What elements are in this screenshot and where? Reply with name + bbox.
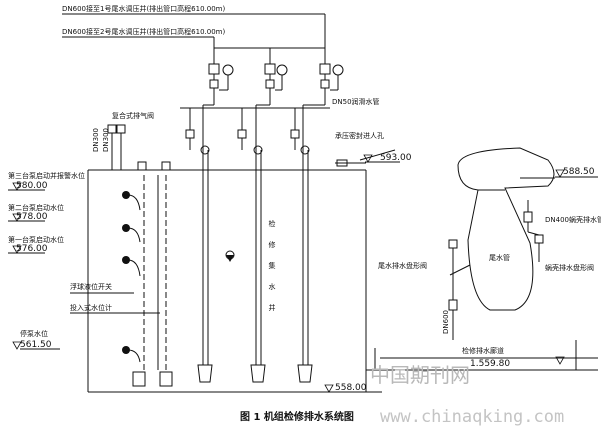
pump-line-3 — [302, 56, 344, 365]
label-level-gauge: 投入式水位计 — [70, 303, 112, 312]
label-manhole: 承压密封进人孔 — [335, 131, 384, 140]
label-gallery: 检修排水廊道 — [462, 346, 504, 355]
label-dn50: DN50润滑水管 — [332, 97, 380, 106]
elevation-578: 578.00 — [16, 212, 48, 222]
elevation-580: 580.00 — [16, 181, 48, 191]
elevation-561-50: 561.50 — [20, 340, 52, 350]
label-pump2: 第二台泵启动水位 — [8, 203, 64, 212]
label-air-valve: 复合式排气阀 — [112, 111, 154, 120]
label-tail-valve-2: 蜗壳排水盘形阀 — [545, 263, 594, 272]
label-tailrace-pipe: 尾水管 — [489, 253, 510, 262]
label-dn300-a: DN300 — [92, 128, 100, 152]
elevation-576: 576.00 — [16, 244, 48, 254]
pump-line-2 — [255, 56, 288, 365]
label-dn300-b: DN300 — [102, 128, 110, 152]
label-pipe-top-1: DN600接至1号尾水调压井(排出管口高程610.00m) — [62, 4, 225, 13]
label-float-switch: 浮球液位开关 — [70, 282, 112, 291]
pump-line-1 — [202, 56, 234, 365]
watermark-url: www.chinaqking.com — [380, 407, 564, 427]
label-pump1: 第一台泵启动水位 — [8, 235, 64, 244]
label-tail-valve-1: 尾水排水盘形阀 — [378, 261, 427, 270]
label-pipe-top-2: DN600接至2号尾水调压井(排出管口高程610.00m) — [62, 27, 225, 36]
label-sump: 检修集水井 — [268, 219, 276, 312]
label-dn400: DN400蜗壳排水管 — [545, 215, 601, 224]
label-pump3: 第三台泵启动并报警水位 — [8, 171, 85, 180]
elevation-593: 593.00 — [380, 153, 412, 163]
figure-caption: 图 1 机组检修排水系统图 — [240, 410, 354, 423]
elevation-588-50: 588.50 — [563, 167, 595, 177]
elevation-559-80: 1.559.80 — [470, 359, 510, 369]
elevation-558: 558.00 — [335, 383, 367, 393]
label-dn600: DN600 — [442, 310, 450, 334]
watermark-cn: 中国期刊网 — [370, 363, 470, 387]
label-stop-level: 停泵水位 — [20, 329, 48, 338]
